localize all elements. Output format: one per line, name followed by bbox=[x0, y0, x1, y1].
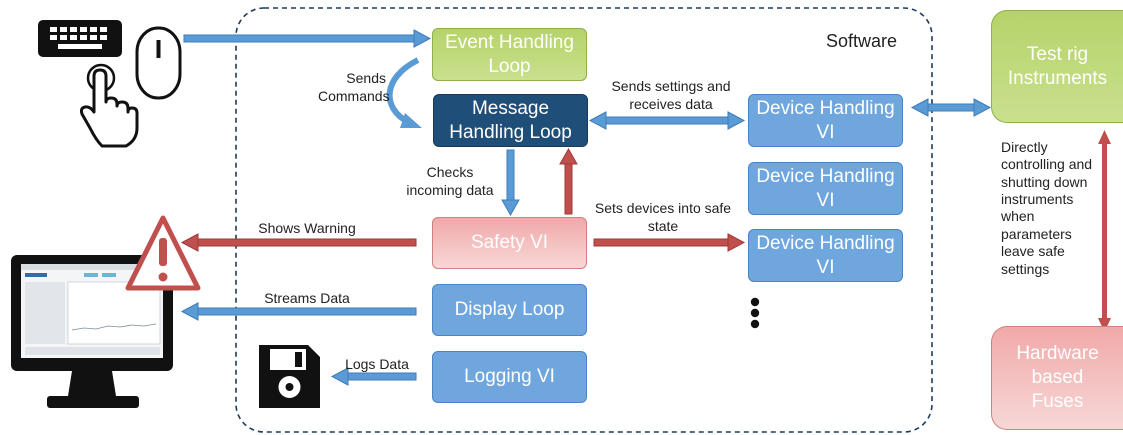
streams-data-arrow bbox=[180, 302, 417, 321]
input-to-event-arrow bbox=[183, 29, 432, 48]
streams-data-label: Streams Data bbox=[264, 290, 350, 306]
testrig-fuses-double-arrow bbox=[1098, 130, 1111, 332]
safety-vi-node: Safety VI bbox=[432, 217, 587, 269]
sets-safe-state-label: Sets devices into safe state bbox=[594, 200, 732, 234]
device-handling-vi-node-3: Device Handling VI bbox=[748, 229, 903, 282]
software-region-border bbox=[235, 7, 933, 433]
logs-data-arrow bbox=[330, 367, 417, 386]
sends-commands-label: Sends Commands bbox=[318, 70, 390, 104]
mouse-icon bbox=[135, 26, 182, 100]
hand-pointer-icon bbox=[79, 63, 139, 148]
message-handling-loop-node: Message Handling Loop bbox=[433, 94, 588, 147]
logging-vi-node: Logging VI bbox=[432, 351, 587, 403]
directly-controlling-label: Directly controlling and shutting down i… bbox=[1001, 139, 1093, 277]
test-rig-instruments-node: Test rig Instruments bbox=[991, 10, 1123, 123]
device-handling-vi-node-1: Device Handling VI bbox=[748, 94, 903, 147]
sends-settings-label: Sends settings and receives data bbox=[611, 78, 731, 112]
sends-commands-arrow bbox=[386, 57, 422, 128]
sets-safe-state-arrow bbox=[593, 233, 746, 252]
logs-data-label: Logs Data bbox=[345, 356, 409, 372]
message-device-double-arrow bbox=[588, 111, 746, 130]
display-loop-node: Display Loop bbox=[432, 284, 587, 336]
shows-warning-arrow bbox=[180, 233, 417, 252]
warning-icon bbox=[125, 215, 201, 291]
hardware-based-fuses-node: Hardware based Fuses bbox=[991, 326, 1123, 430]
event-handling-loop-node: Event Handling Loop bbox=[432, 28, 587, 81]
safety-to-message-arrow bbox=[559, 147, 578, 215]
more-devices-ellipsis bbox=[750, 297, 760, 329]
device-handling-vi-node-2: Device Handling VI bbox=[748, 162, 903, 215]
keyboard-icon bbox=[38, 20, 122, 57]
floppy-disk-icon bbox=[259, 345, 320, 408]
checks-incoming-data-label: Checks incoming data bbox=[406, 164, 494, 198]
device-testrig-double-arrow bbox=[910, 98, 992, 117]
software-region-label: Software bbox=[826, 31, 898, 51]
checks-data-arrow bbox=[501, 149, 520, 217]
shows-warning-label: Shows Warning bbox=[258, 220, 356, 236]
